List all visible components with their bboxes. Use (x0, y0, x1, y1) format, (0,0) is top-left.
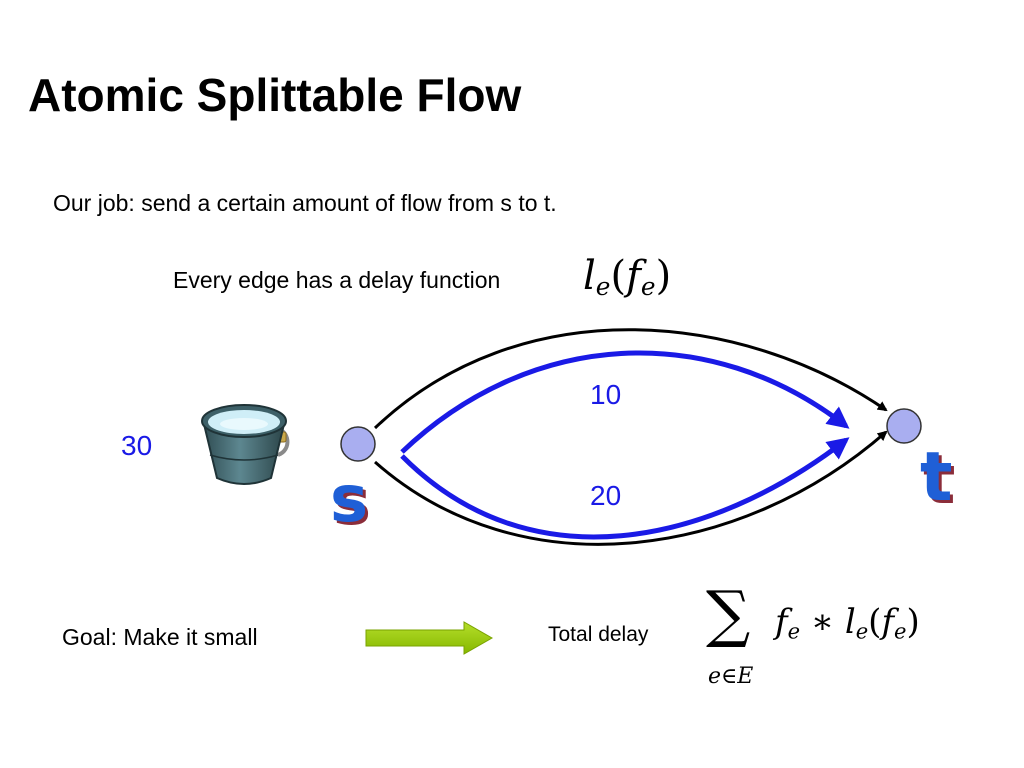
slide-title: Atomic Splittable Flow (28, 69, 522, 121)
top-flow-label: 10 (590, 379, 622, 410)
sink-node (886, 408, 922, 444)
intro-text: Our job: send a certain amount of flow f… (53, 190, 557, 216)
sum-symbol: ∑ (706, 577, 751, 650)
right-arrow-icon (365, 621, 494, 655)
bottom-flow-label: 20 (590, 480, 622, 511)
supply-amount-label: 30 (121, 430, 153, 461)
bottom-edge (374, 430, 888, 546)
source-node (340, 426, 376, 462)
source-label: s (330, 463, 369, 537)
sink-label: t (920, 438, 953, 517)
bottom-flow-path (400, 437, 850, 540)
total-delay-label: Total delay (548, 623, 649, 646)
delay-function-formula: le(fe) (583, 253, 672, 302)
top-flow-path (400, 350, 850, 454)
goal-text: Goal: Make it small (62, 624, 258, 650)
total-delay-formula: fe ∗ le(fe) (775, 602, 920, 644)
top-edge (373, 328, 888, 430)
sum-index: e∈E (708, 664, 754, 689)
water-bucket-icon (201, 404, 290, 485)
delay-function-text: Every edge has a delay function (173, 267, 501, 293)
